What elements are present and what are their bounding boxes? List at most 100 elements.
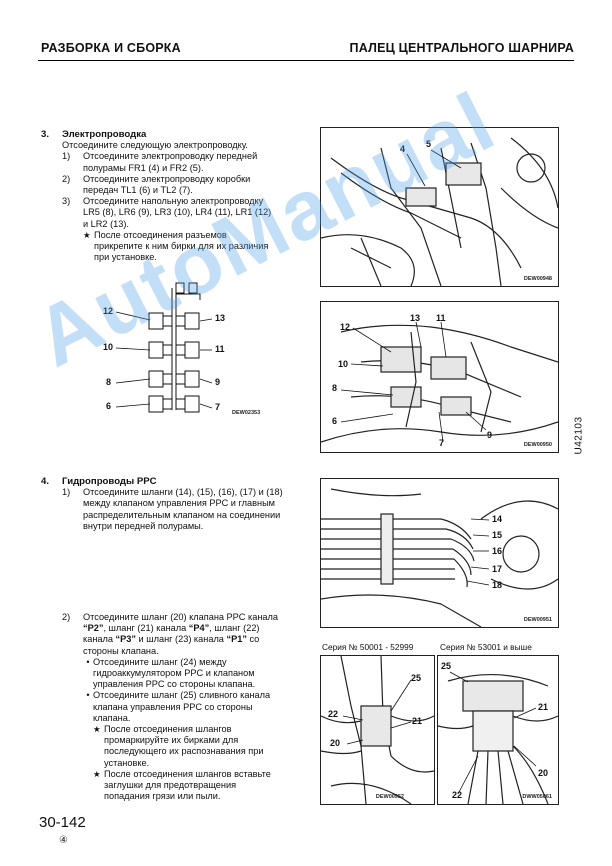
item-text-part: , шланг (22) канала <box>83 623 260 645</box>
item-text: Отсоедините шланг (20) клапана PPC канал… <box>83 612 281 657</box>
page-number: 30-142 <box>39 814 86 831</box>
item-text: Отсоедините электропроводку передней пол… <box>83 151 258 173</box>
header-rule <box>38 60 574 61</box>
figure-4-label-20: 20 <box>330 738 341 748</box>
diagram-label-7: 7 <box>215 402 221 412</box>
figure-5-label-20: 20 <box>538 768 549 778</box>
figure-3-label-16: 16 <box>492 546 503 556</box>
item-text-part: Отсоедините шланг (20) клапана PPC канал… <box>83 612 278 622</box>
figure-5-label-22: 22 <box>452 790 463 800</box>
star-icon: ★ <box>93 768 101 779</box>
port-p2: “P2” <box>83 623 104 634</box>
item-number: 2) <box>62 612 71 622</box>
diagram-label-9: 9 <box>215 377 221 387</box>
section-4-note-1: ★ После отсоединения шлангов промаркируй… <box>41 724 281 769</box>
figure-3-label-15: 15 <box>492 530 503 540</box>
diagram-label-13: 13 <box>215 313 226 323</box>
figure-5-label-21: 21 <box>538 702 549 712</box>
section-4: 4. Гидропроводы PPC 1) Отсоедините шланг… <box>41 476 283 532</box>
page-revision: ④ <box>59 835 68 846</box>
figure-2-label-12: 12 <box>340 322 351 332</box>
section-3-item-3: 3) Отсоедините напольную электропроводку… <box>41 196 277 230</box>
figure-5: 25 21 20 22 DWW05061 <box>437 655 559 805</box>
section-4-bullet-2: • Отсоедините шланг (25) сливного канала… <box>41 690 281 724</box>
figure-1-code: DEW00948 <box>523 276 552 282</box>
item-number: 2) <box>62 173 71 184</box>
note-text: После отсоединения разъемов прикрепите к… <box>94 229 269 263</box>
figure-2-label-6: 6 <box>332 416 338 426</box>
section-3-note: ★ После отсоединения разъемов прикрепите… <box>41 230 277 264</box>
port-p1: “P1” <box>226 634 247 645</box>
star-icon: ★ <box>83 229 91 240</box>
figure-3-label-17: 17 <box>492 564 503 574</box>
diagram-code: DEW02353 <box>232 410 261 416</box>
figure-4-code: DEW00952 <box>375 794 404 800</box>
section-4-number: 4. <box>41 476 50 487</box>
figure-2-label-13: 13 <box>410 313 421 323</box>
figure-2-label-10: 10 <box>338 359 349 369</box>
section-4-note-2: ★ После отсоединения шлангов вставьте за… <box>41 769 281 803</box>
figure-1: 4 5 DEW00948 <box>320 127 559 287</box>
figure-2-label-8: 8 <box>332 383 338 393</box>
diagram-label-11: 11 <box>215 344 225 354</box>
figure-2-illustration <box>321 321 558 443</box>
figure-4-label-25: 25 <box>411 673 422 683</box>
section-4-item-2: 2) Отсоедините шланг (20) клапана PPC ка… <box>41 612 281 657</box>
section-4-item-1: 1) Отсоедините шланги (14), (15), (16), … <box>41 487 283 532</box>
item-text-part: и шланг (23) канала <box>135 634 227 645</box>
figure-2-label-11: 11 <box>436 313 446 323</box>
figure-1-label-5: 5 <box>426 139 432 149</box>
series-label-2: Серия № 53001 и выше <box>440 642 532 652</box>
bullet-text: Отсоедините шланг (24) между гидроаккуму… <box>93 656 256 690</box>
bullet-dot: • <box>86 656 90 667</box>
figure-5-label-25: 25 <box>441 661 452 671</box>
section-3: 3. Электропроводка Отсоедините следующую… <box>41 129 277 263</box>
item-number: 3) <box>62 196 71 207</box>
diagram-label-10: 10 <box>103 342 114 352</box>
figure-2-code: DEW00950 <box>523 442 552 448</box>
item-text: Отсоедините шланги (14), (15), (16), (17… <box>83 487 283 531</box>
figure-4: 25 22 21 20 DEW00952 <box>320 655 435 805</box>
section-4-part-2: 2) Отсоедините шланг (20) клапана PPC ка… <box>41 612 281 802</box>
item-text: Отсоедините электропроводку коробки пере… <box>83 173 251 196</box>
figure-4-label-21: 21 <box>412 716 423 726</box>
section-3-title: Электропроводка <box>62 129 147 140</box>
item-text-part: , шланг (21) канала <box>103 623 189 634</box>
section-3-item-2: 2) Отсоедините электропроводку коробки п… <box>41 174 277 196</box>
bullet-text: Отсоедините шланг (25) сливного канала к… <box>93 690 271 723</box>
star-icon: ★ <box>93 724 101 735</box>
figure-4-illustration <box>321 656 434 804</box>
figure-3: 14 15 16 17 18 DEW00951 <box>320 478 559 628</box>
section-4-heading: 4. Гидропроводы PPC <box>41 476 283 487</box>
item-text: Отсоедините напольную электропроводку LR… <box>83 196 272 229</box>
side-code: U42103 <box>573 416 585 455</box>
figure-1-illustration <box>321 137 558 286</box>
section-4-bullet-1: • Отсоедините шланг (24) между гидроакку… <box>41 657 281 691</box>
figure-3-code: DEW00951 <box>523 617 552 623</box>
figure-2-label-7: 7 <box>439 438 445 448</box>
section-3-heading: 3. Электропроводка <box>41 129 277 140</box>
header-right: ПАЛЕЦ ЦЕНТРАЛЬНОГО ШАРНИРА <box>349 41 574 55</box>
section-4-title: Гидропроводы PPC <box>62 476 157 487</box>
figure-5-code: DWW05061 <box>522 794 552 800</box>
item-text-part: со стороны клапана. <box>83 634 260 656</box>
diagram-label-6: 6 <box>106 401 112 411</box>
port-p4: “P4” <box>188 623 210 634</box>
note-text: После отсоединения шлангов промаркируйте… <box>104 724 264 768</box>
figure-2-label-9: 9 <box>487 430 493 440</box>
section-3-intro: Отсоедините следующую электропроводку. <box>62 140 248 151</box>
bullet-dot: • <box>86 690 90 701</box>
figure-5-illustration <box>438 671 558 804</box>
note-text: После отсоединения шлангов вставьте загл… <box>104 768 271 802</box>
figure-3-label-18: 18 <box>492 580 503 590</box>
figure-4-label-22: 22 <box>328 709 339 719</box>
section-3-item-1: 1) Отсоедините электропроводку передней … <box>41 151 277 173</box>
item-number: 1) <box>62 151 71 162</box>
header-left: РАЗБОРКА И СБОРКА <box>41 41 181 55</box>
connector-diagram: 12 13 10 11 8 9 6 7 DEW02353 <box>90 280 265 420</box>
diagram-label-12: 12 <box>103 306 114 316</box>
item-number: 1) <box>62 487 71 498</box>
figure-3-label-14: 14 <box>492 514 503 524</box>
series-label-1: Серия № 50001 - 52999 <box>322 642 414 652</box>
figure-2: 12 13 11 10 8 6 7 9 DEW00950 <box>320 301 559 453</box>
